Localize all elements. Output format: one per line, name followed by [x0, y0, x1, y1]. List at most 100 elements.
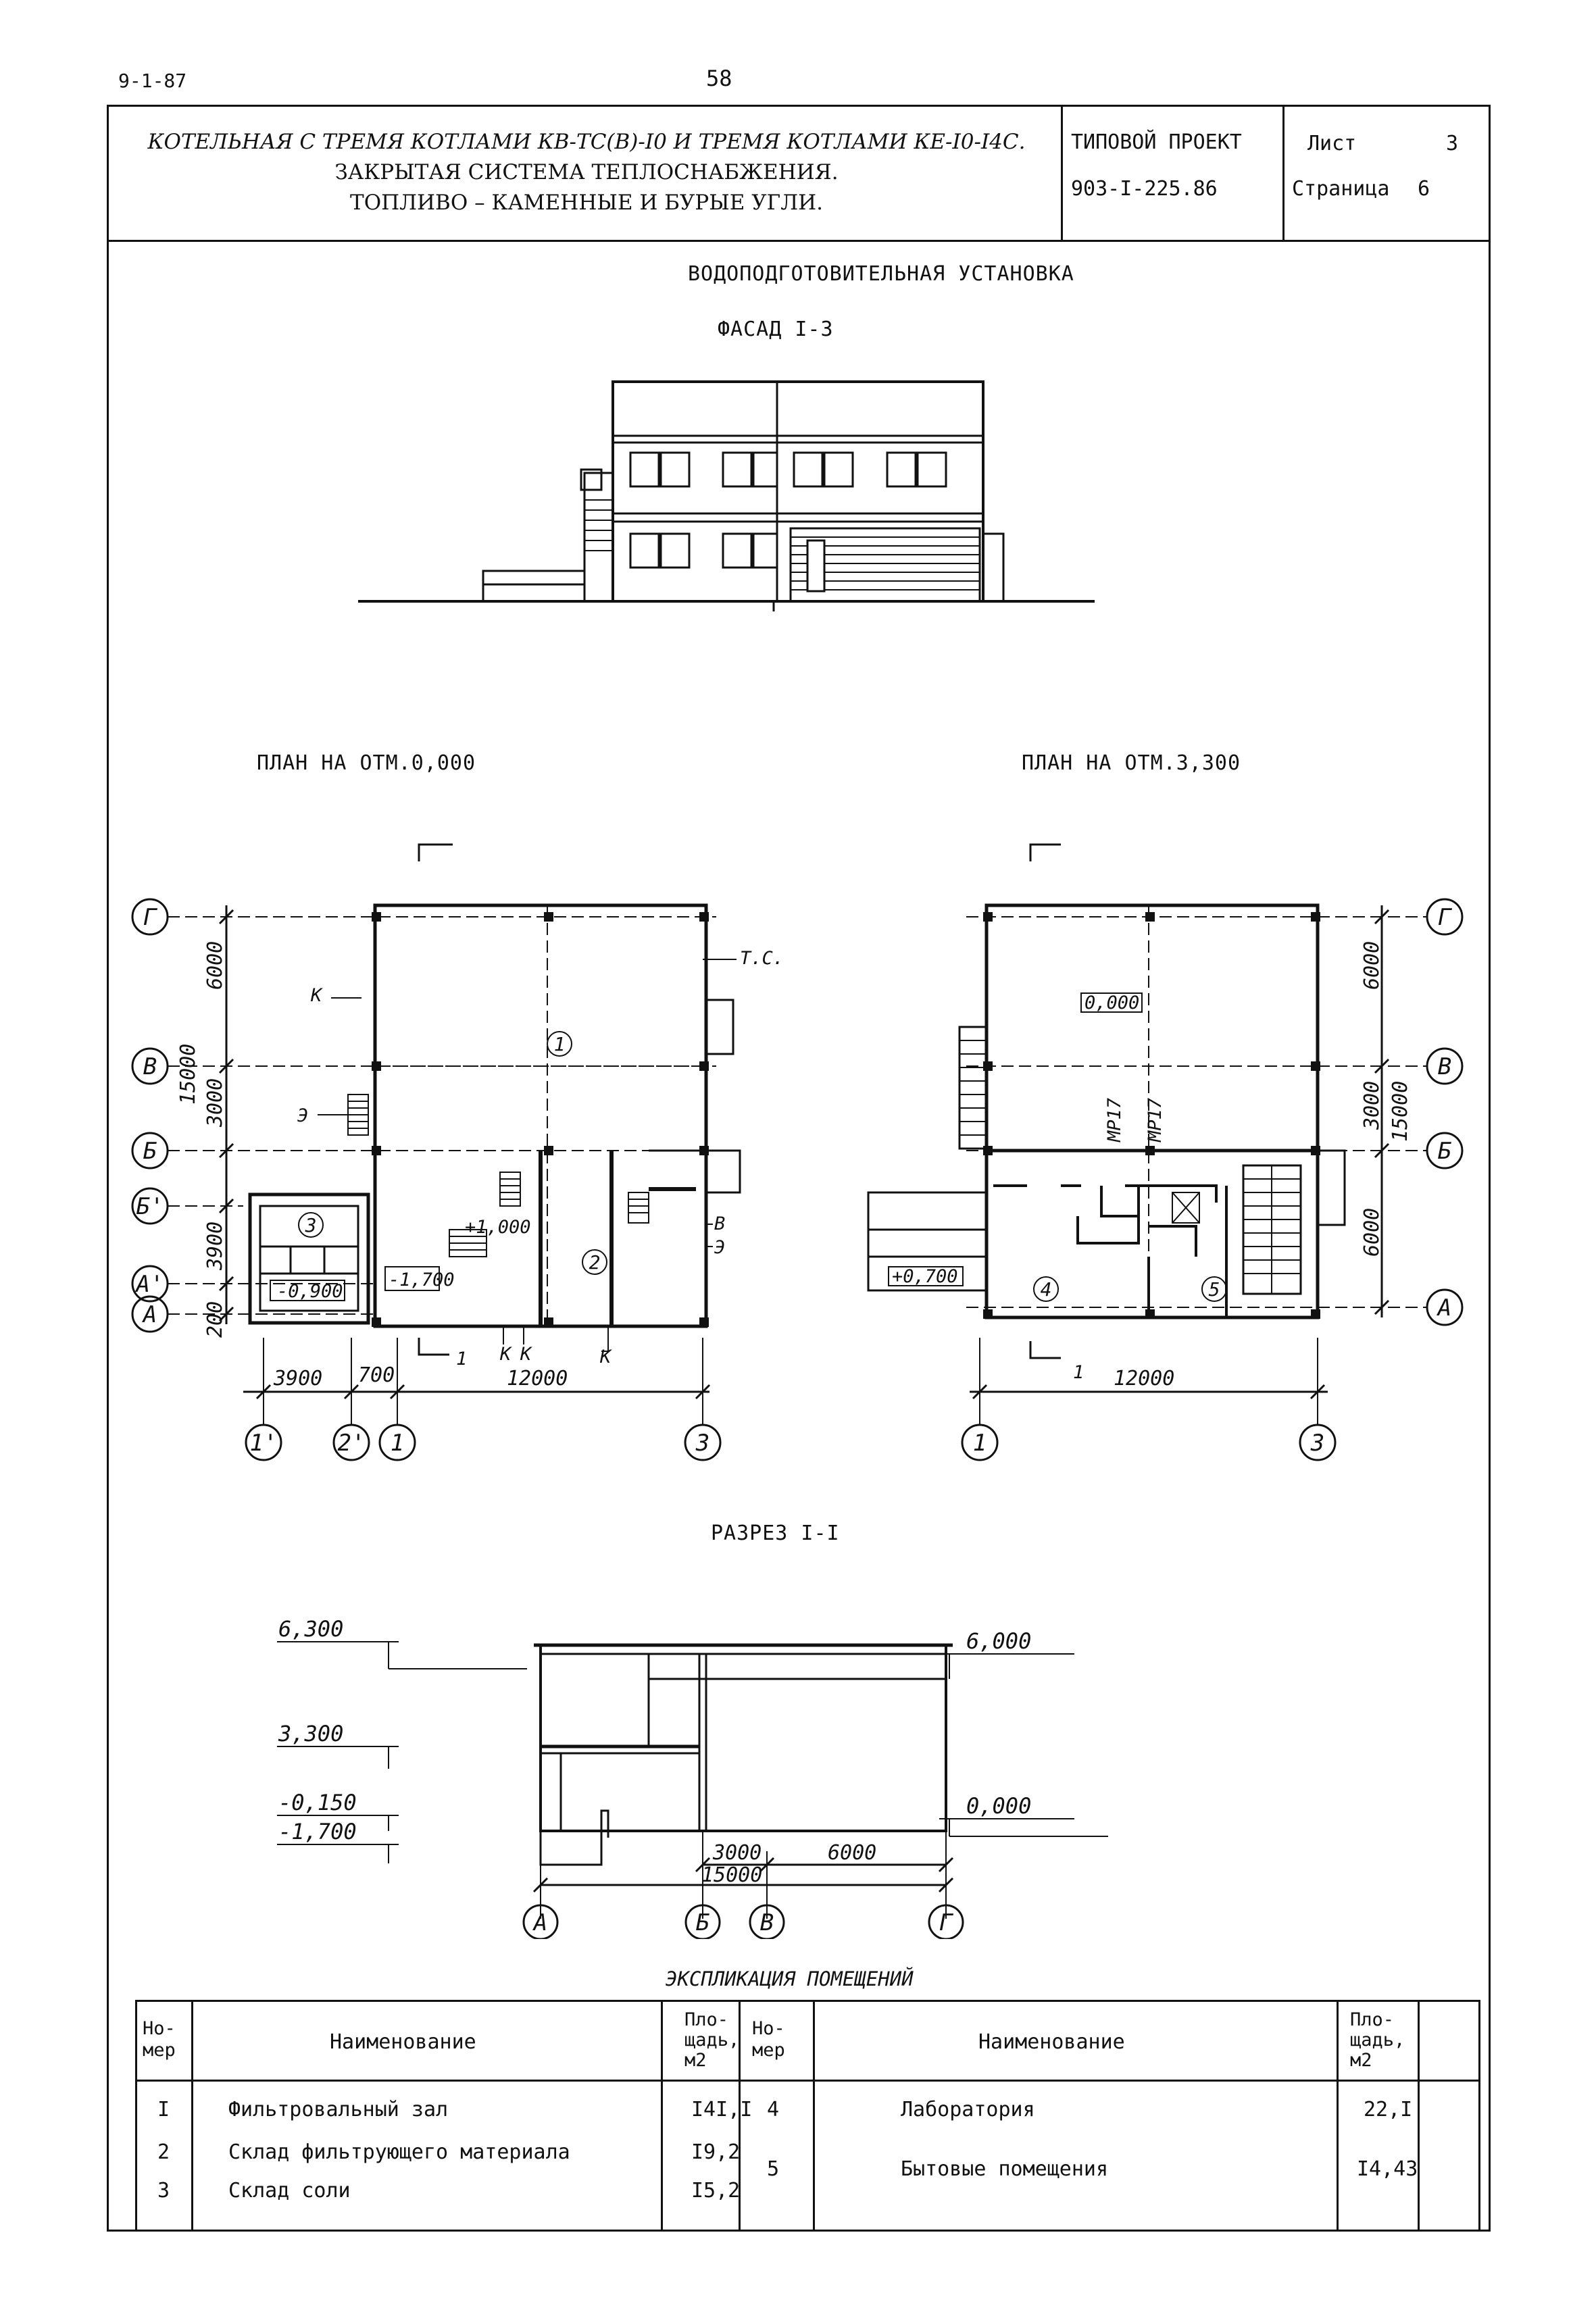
room-mark-2: 2 — [589, 1251, 601, 1274]
section-dim-3000: 3000 — [712, 1841, 762, 1865]
room-mark-3: 3 — [305, 1214, 317, 1236]
expl-header-area-left: Пло-щадь,м2 — [684, 2009, 740, 2071]
right-axis-label-a: А — [1437, 1294, 1451, 1322]
right-axis-label-3: 3 — [1310, 1430, 1324, 1457]
expl-header-num-right: Но-мер — [752, 2018, 785, 2061]
right-dim-3000: 3000 — [1360, 1081, 1384, 1130]
right-section-mark: 1 — [1073, 1362, 1084, 1383]
section-dim-15000: 15000 — [701, 1863, 762, 1887]
expl-row-4-area: 22,I — [1364, 2098, 1413, 2121]
level-0000: 0,000 — [1084, 992, 1139, 1013]
plan-left-drawing: Г В Б Б' А' А 1' 2' 1 3 6000 3000 15000 … — [131, 843, 784, 1461]
expl-row-2-name: Склад фильтрующего материала — [228, 2140, 570, 2164]
page-number: 58 — [706, 66, 732, 91]
page-label: Страница — [1292, 177, 1390, 201]
facade-drawing — [358, 380, 1095, 611]
section-mark-bottom: 1 — [456, 1349, 467, 1369]
axis-label-1: 1 — [391, 1430, 404, 1457]
label-e-right: Э — [714, 1237, 725, 1258]
level-plus-1000: +1,000 — [465, 1217, 531, 1238]
section-axis-a: А — [532, 1909, 547, 1936]
drawing-title: ВОДОПОДГОТОВИТЕЛЬНАЯ УСТАНОВКА — [688, 262, 1074, 286]
sheet-label: Лист — [1307, 132, 1357, 155]
expl-col-rule-1 — [191, 2002, 193, 2230]
right-dim-h-12000: 12000 — [1114, 1367, 1174, 1390]
expl-row-5-name: Бытовые помещения — [901, 2157, 1109, 2181]
expl-row-2-area: I9,2 — [691, 2140, 741, 2164]
plan-right-title: ПЛАН НА ОТМ.3,300 — [1022, 751, 1241, 775]
label-k-2: К — [520, 1344, 532, 1365]
expl-header-rule — [137, 2080, 1478, 2082]
plan-left-title: ПЛАН НА ОТМ.0,000 — [257, 751, 476, 775]
label-k-left: К — [310, 985, 323, 1006]
level-minus-0900: -0,900 — [277, 1281, 343, 1302]
expl-row-1-name: Фильтровальный зал — [228, 2098, 449, 2121]
axis-label-g: Г — [143, 904, 158, 931]
expl-row-3-area: I5,2 — [691, 2179, 741, 2203]
header-bottom-rule — [107, 240, 1489, 242]
right-axis-label-b: Б — [1438, 1138, 1452, 1165]
dim-200: 200 — [203, 1301, 227, 1338]
label-e-left: Э — [297, 1105, 308, 1126]
axis-label-3: 3 — [695, 1430, 709, 1457]
axis-label-1-prime: 1' — [250, 1430, 278, 1457]
header-divider-1 — [1061, 105, 1063, 240]
dim-15000: 15000 — [176, 1044, 200, 1105]
header-divider-2 — [1282, 105, 1285, 240]
room-mark-4: 4 — [1041, 1278, 1052, 1301]
expl-header-num-left: Но-мер — [143, 2018, 176, 2061]
axis-label-b-prime: Б' — [136, 1193, 164, 1220]
plan-right-drawing: Г В Б А 1 3 6000 3000 15000 6000 — [867, 843, 1464, 1461]
sheet-code: 9-1-87 — [118, 70, 187, 92]
label-mr17-1: МР17 — [1104, 1098, 1125, 1142]
dim-3900: 3900 — [203, 1222, 227, 1271]
page-value: 6 — [1418, 177, 1430, 201]
explication-table: Но-мер Наименование Пло-щадь,м2 Но-мер Н… — [135, 2000, 1480, 2230]
right-dim-6000-bottom: 6000 — [1360, 1208, 1384, 1257]
section-axis-v: В — [760, 1909, 774, 1936]
header-title-line-2: ЗАКРЫТАЯ СИСТЕМА ТЕПЛОСНАБЖЕНИЯ. — [334, 160, 839, 184]
expl-row-3-num: 3 — [157, 2179, 170, 2203]
right-axis-label-g: Г — [1438, 904, 1453, 931]
expl-col-rule-3 — [739, 2002, 741, 2230]
expl-header-area-right: Пло-щадь,м2 — [1350, 2009, 1405, 2071]
section-axis-g: Г — [939, 1909, 954, 1936]
label-ts: Т.С. — [740, 948, 784, 969]
expl-header-name-right: Наименование — [978, 2030, 1125, 2054]
dim-3000: 3000 — [203, 1078, 227, 1128]
expl-row-4-num: 4 — [767, 2098, 780, 2121]
axis-label-a-prime: А' — [135, 1271, 164, 1298]
expl-row-3-name: Склад соли — [228, 2179, 351, 2203]
section-drawing: 6,300 3,300 -0,150 -1,700 6,000 0,000 30… — [277, 1616, 1108, 1939]
expl-row-2-num: 2 — [157, 2140, 170, 2164]
right-axis-label-1: 1 — [973, 1430, 987, 1457]
expl-col-rule-4 — [813, 2002, 815, 2230]
dim-h-700: 700 — [358, 1363, 395, 1387]
project-number: 903-I-225.86 — [1071, 177, 1218, 201]
page-frame — [107, 105, 1491, 2232]
section-level-0000: 0,000 — [966, 1793, 1031, 1819]
expl-header-name-left: Наименование — [330, 2030, 476, 2054]
expl-row-1-num: I — [157, 2098, 170, 2121]
header-title-line-3: ТОПЛИВО – КАМЕННЫЕ И БУРЫЕ УГЛИ. — [350, 191, 823, 215]
section-level-minus-1700: -1,700 — [278, 1819, 357, 1844]
expl-row-1-area: I4I,I — [691, 2098, 753, 2121]
label-k-1: К — [499, 1344, 512, 1365]
expl-col-rule-6 — [1418, 2002, 1420, 2230]
axis-label-v: В — [143, 1053, 157, 1080]
level-minus-1700: -1,700 — [389, 1269, 455, 1290]
expl-row-5-num: 5 — [767, 2157, 780, 2181]
dim-h-12000: 12000 — [507, 1367, 568, 1390]
axis-label-b: Б — [143, 1138, 157, 1165]
axis-label-2-prime: 2' — [338, 1430, 366, 1457]
expl-row-4-name: Лаборатория — [901, 2098, 1035, 2121]
section-level-6300: 6,300 — [278, 1616, 343, 1642]
header-title-line-1: КОТЕЛЬНАЯ С ТРЕМЯ КОТЛАМИ КВ-ТС(В)-I0 И … — [147, 130, 1026, 154]
section-level-6000: 6,000 — [966, 1628, 1031, 1654]
section-level-3300: 3,300 — [278, 1721, 343, 1746]
expl-col-rule-2 — [661, 2002, 663, 2230]
label-k-3: К — [599, 1347, 612, 1367]
right-axis-label-v: В — [1438, 1053, 1451, 1080]
axis-label-a: А — [142, 1301, 157, 1328]
dim-h-3900: 3900 — [273, 1367, 322, 1390]
